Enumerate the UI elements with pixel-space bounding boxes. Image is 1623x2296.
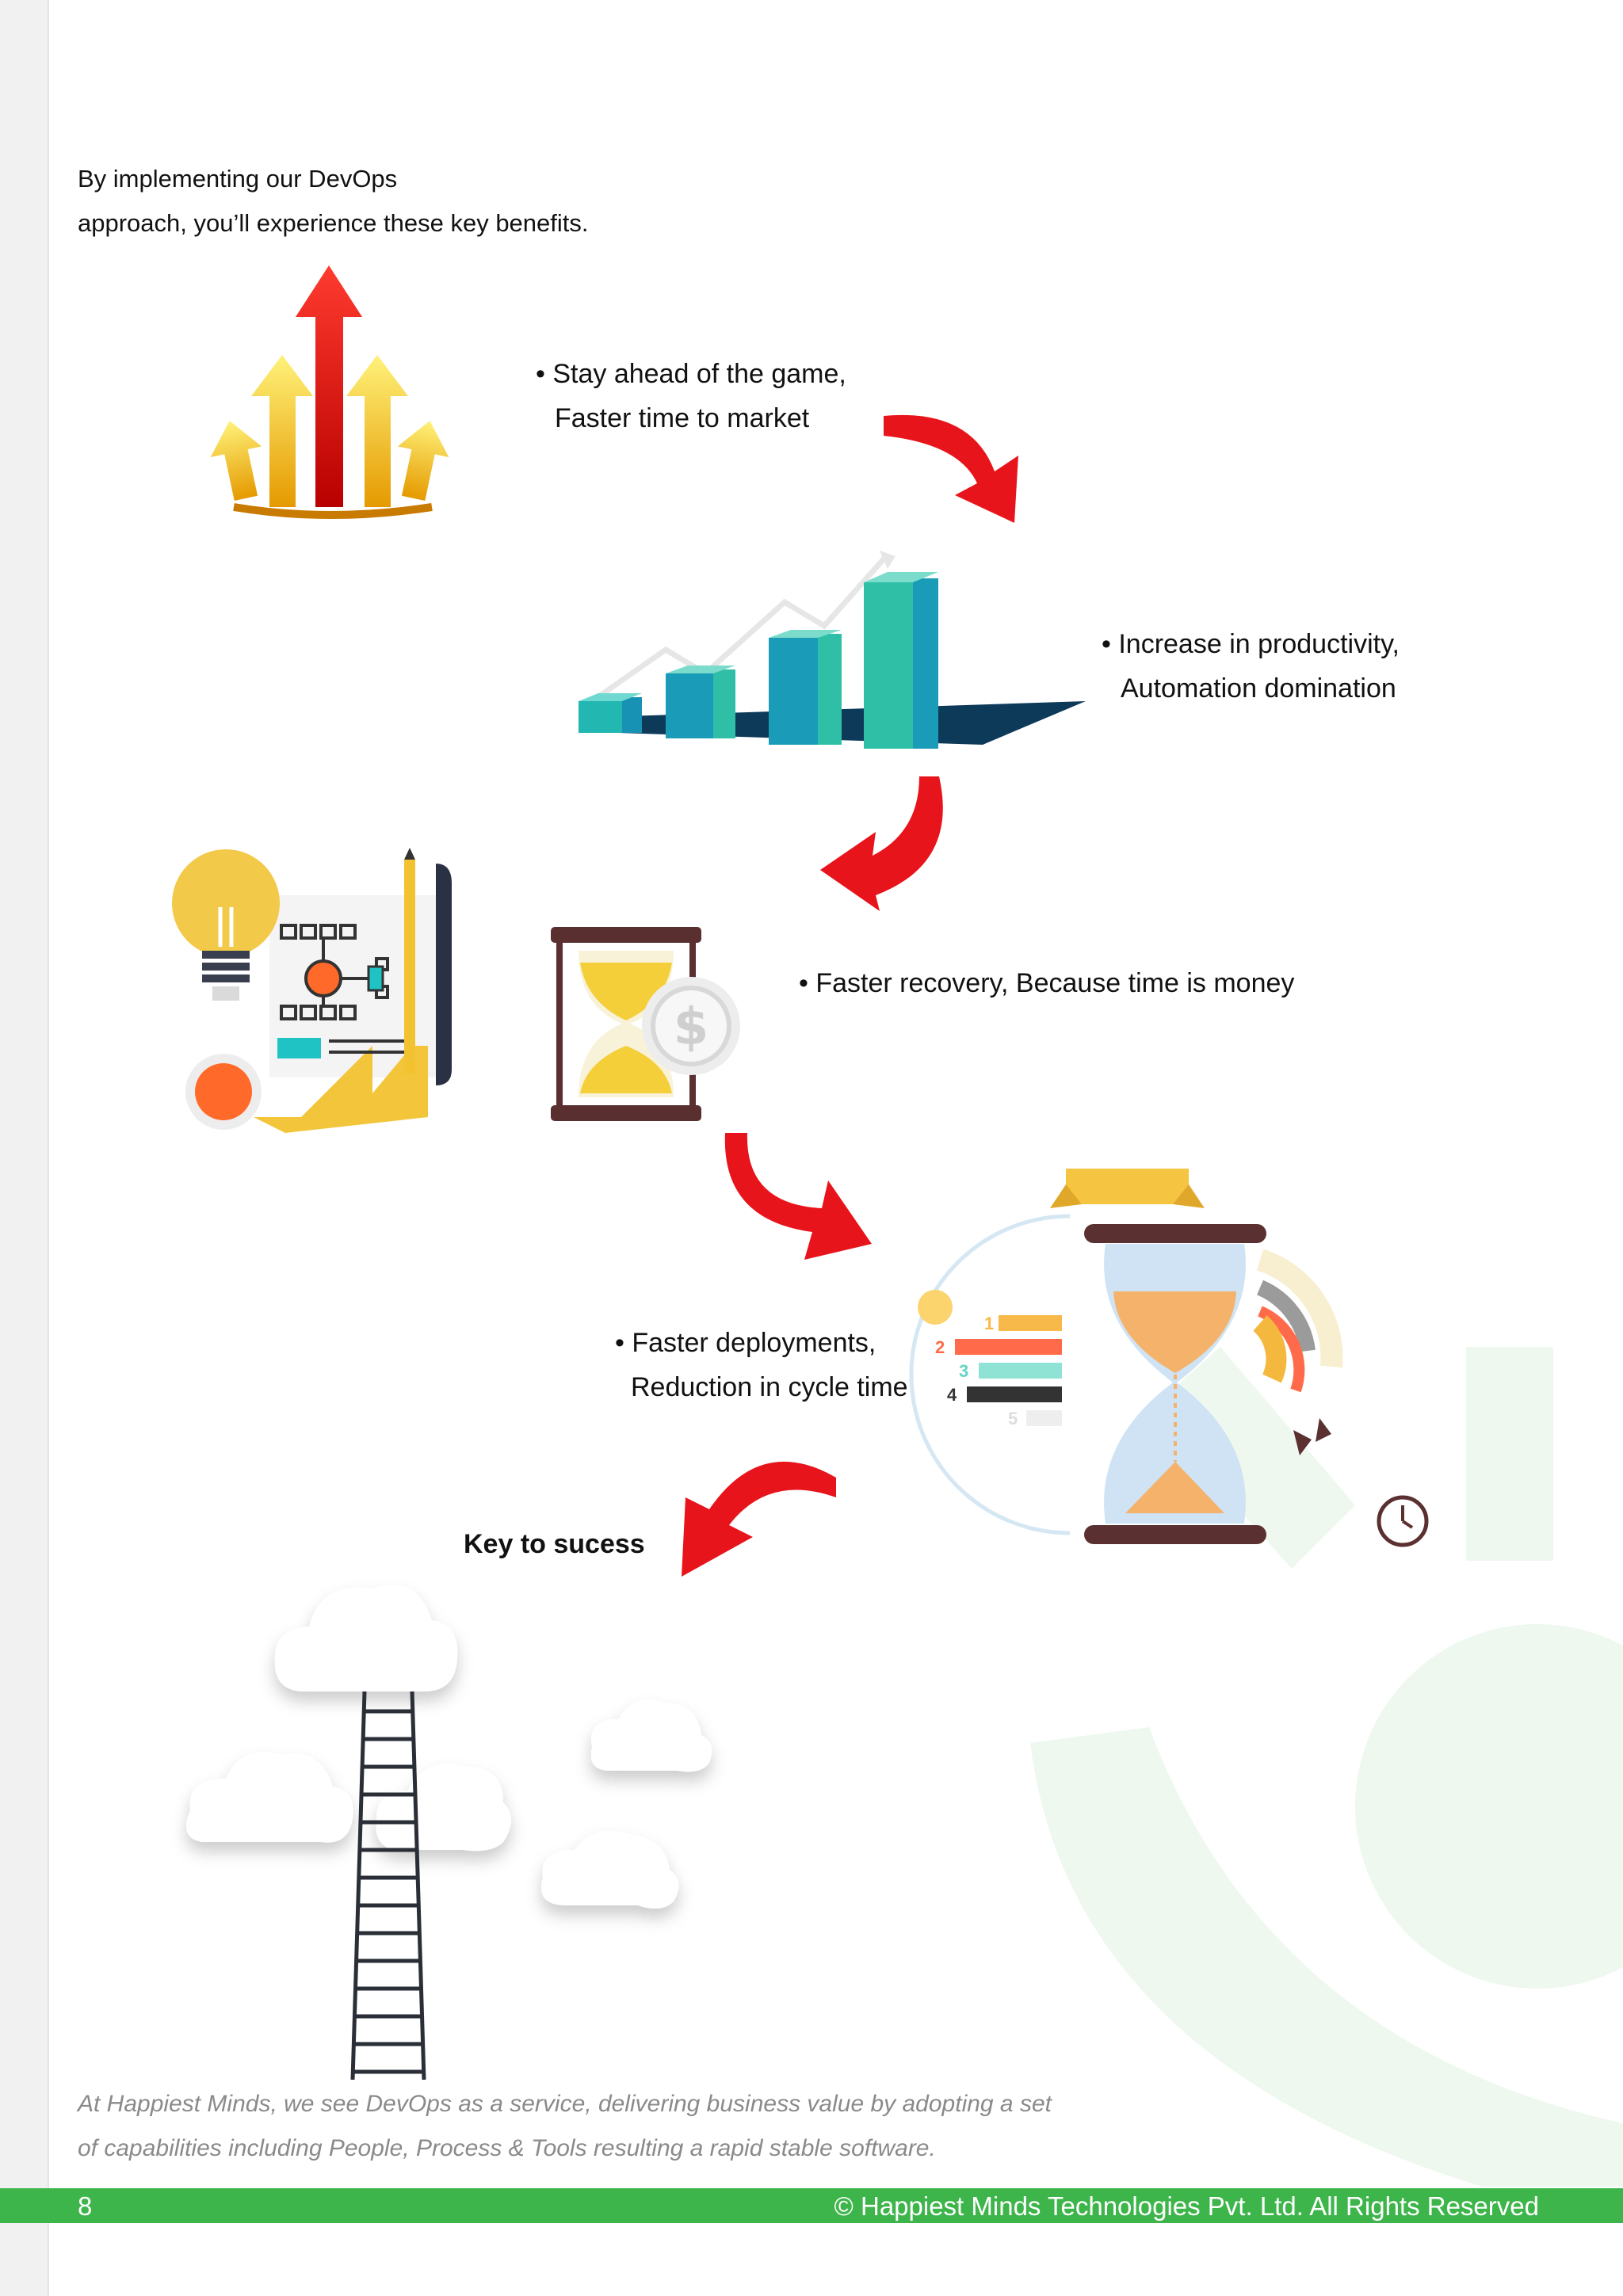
benefit-2-line-1: • Increase in productivity, <box>1102 629 1400 659</box>
infographic-number-3: 3 <box>959 1361 968 1381</box>
bar-chart-icon <box>579 551 1086 749</box>
curved-arrow-icon <box>682 1461 836 1577</box>
svg-text:$: $ <box>674 998 709 1057</box>
closing-line-1: At Happiest Minds, we see DevOps as a se… <box>78 2091 1052 2117</box>
hourglass-infographic-icon: 1 2 3 4 5 <box>909 1169 1429 1547</box>
intro-text: By implementing our DevOps approach, you… <box>78 157 589 246</box>
closing-statement: At Happiest Minds, we see DevOps as a se… <box>78 2082 1052 2171</box>
closing-line-2: of capabilities including People, Proces… <box>78 2135 936 2161</box>
page-number: 8 <box>78 2191 93 2221</box>
curved-arrow-icon <box>724 1133 872 1260</box>
infographic-number-2: 2 <box>935 1337 945 1357</box>
benefit-1-line-2: Faster time to market <box>555 403 810 433</box>
benefit-1: • Stay ahead of the game, Faster time to… <box>536 352 846 441</box>
infographic-number-1: 1 <box>984 1314 994 1333</box>
brand-watermark <box>1030 1347 1623 2187</box>
footer-bar: 8 © Happiest Minds Technologies Pvt. Ltd… <box>0 2188 1623 2223</box>
copyright-text: © Happiest Minds Technologies Pvt. Ltd. … <box>834 2191 1540 2221</box>
benefit-3: • Faster recovery, Because time is money <box>799 961 1294 1005</box>
benefit-1-line-1: • Stay ahead of the game, <box>536 359 846 389</box>
curved-arrow-icon <box>884 414 1018 523</box>
benefit-2: • Increase in productivity, Automation d… <box>1102 622 1400 711</box>
infographic-number-4: 4 <box>947 1385 957 1405</box>
hourglass-coin-icon: $ <box>551 927 740 1121</box>
key-label: Key to sucess <box>464 1529 645 1559</box>
benefit-4-line-1: • Faster deployments, <box>615 1328 876 1358</box>
lightbulb-blueprint-icon <box>172 848 452 1133</box>
growth-arrows-icon <box>210 265 449 519</box>
benefit-4-line-2: Reduction in cycle time <box>631 1372 908 1402</box>
benefit-2-line-2: Automation domination <box>1121 673 1396 704</box>
benefit-4: • Faster deployments, Reduction in cycle… <box>615 1321 908 1409</box>
intro-line-1: By implementing our DevOps <box>78 165 398 193</box>
infographic-number-5: 5 <box>1008 1409 1018 1428</box>
left-margin-rule <box>0 0 49 2296</box>
intro-line-2: approach, you’ll experience these key be… <box>78 209 589 237</box>
clouds-ladder-icon <box>186 1585 712 2081</box>
curved-arrow-icon <box>820 776 943 911</box>
benefit-3-line-1: • Faster recovery, Because time is money <box>799 968 1295 998</box>
